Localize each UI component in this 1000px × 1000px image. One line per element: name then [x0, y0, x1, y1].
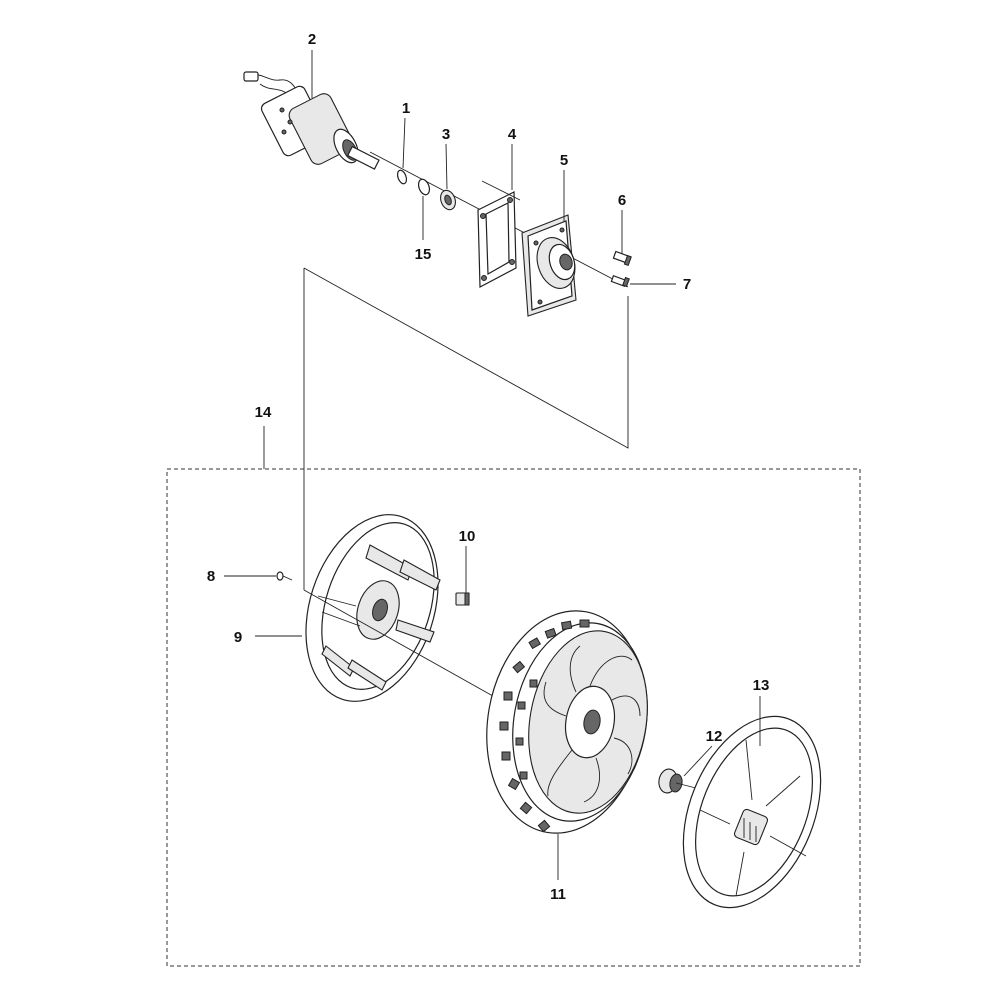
part-7-screw [610, 275, 630, 288]
part-11-wheel [486, 610, 648, 834]
part-15-washer [417, 178, 431, 196]
callout-5: 5 [560, 152, 568, 169]
part-3-bearing [440, 189, 456, 211]
part-12-bushing [658, 768, 701, 794]
callout-14: 14 [255, 404, 272, 421]
callout-7: 7 [683, 276, 691, 293]
part-8-screw [276, 571, 293, 581]
part-6-screw [612, 250, 632, 267]
callout-9: 9 [234, 629, 242, 646]
part-5-gearbox [521, 214, 577, 317]
part-2-motor [243, 71, 380, 170]
callout-2: 2 [308, 31, 316, 48]
assembly-box-14 [166, 468, 861, 967]
callout-6: 6 [618, 192, 626, 209]
callout-1: 1 [402, 100, 410, 117]
callout-12: 12 [706, 728, 723, 745]
part-1-ring [396, 169, 408, 185]
motor-assembly [243, 71, 632, 590]
part-13-hub-cap [682, 715, 822, 909]
part-10-clip [455, 592, 470, 606]
callout-3: 3 [442, 126, 450, 143]
part-9-hub-plate [303, 514, 501, 702]
callout-8: 8 [207, 568, 215, 585]
callout-labels: 2 1 3 4 5 6 7 15 14 10 8 9 13 12 11 [207, 31, 770, 903]
callout-13: 13 [753, 677, 770, 694]
callout-11: 11 [550, 886, 566, 903]
part-4-gasket [477, 180, 521, 288]
leader-lines [224, 50, 761, 880]
callout-10: 10 [459, 528, 476, 545]
callout-4: 4 [508, 126, 517, 143]
callout-15: 15 [415, 246, 432, 263]
